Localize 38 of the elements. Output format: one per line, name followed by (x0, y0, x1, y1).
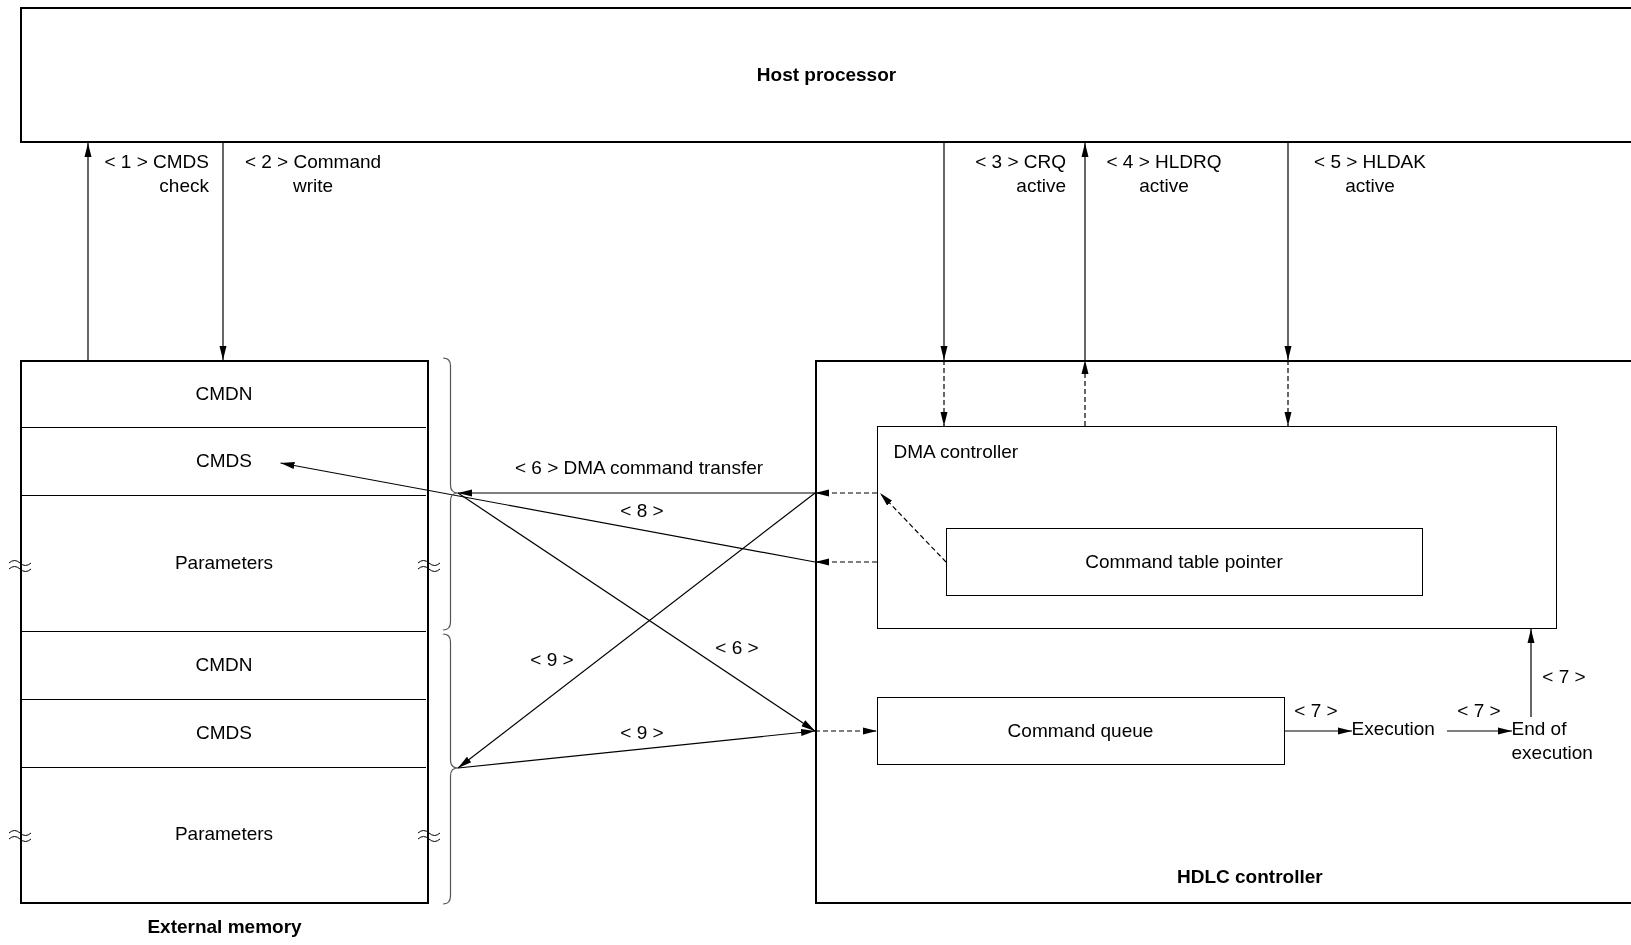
block-title: External memory (147, 916, 302, 938)
arrow (1284, 142, 1292, 361)
arrow (1446, 727, 1513, 735)
step-label: End of execution (1511, 716, 1606, 770)
arrow (1527, 628, 1535, 718)
curly-brace (443, 358, 458, 630)
arrow (457, 728, 816, 769)
block-title: Host processor (756, 64, 897, 86)
curly-brace (443, 634, 458, 904)
dashed-arrow (879, 492, 947, 563)
arrow (219, 142, 227, 361)
row-label: Parameters (174, 823, 274, 846)
row-label: Parameters (174, 552, 274, 574)
register-box (945, 527, 1423, 596)
controller-box (876, 425, 1557, 629)
step-label: Execution (1351, 716, 1447, 745)
arrow (1284, 727, 1353, 735)
dashed-arrow (814, 727, 878, 735)
row-label: CMDS (196, 722, 252, 744)
block-title: Command table pointer (1085, 550, 1283, 573)
arrow (457, 489, 816, 497)
block-title: DMA controller (893, 440, 1019, 463)
row-label: CMDN (195, 654, 253, 676)
dashed-arrow (1284, 359, 1292, 427)
row-label: CMDN (195, 383, 253, 406)
dashed-arrow (814, 489, 878, 497)
arrow (84, 142, 92, 361)
block-title: Command queue (1007, 719, 1154, 742)
arrow (940, 142, 948, 361)
dashed-arrow (940, 359, 948, 427)
dashed-arrow (1081, 359, 1089, 427)
queue-box (876, 696, 1285, 765)
dashed-arrow (814, 558, 878, 566)
arrow (1081, 142, 1089, 361)
row-label: CMDS (196, 450, 252, 472)
block-title: HDLC controller (1177, 866, 1323, 888)
arrow (279, 462, 816, 563)
processor-block (20, 7, 1631, 143)
